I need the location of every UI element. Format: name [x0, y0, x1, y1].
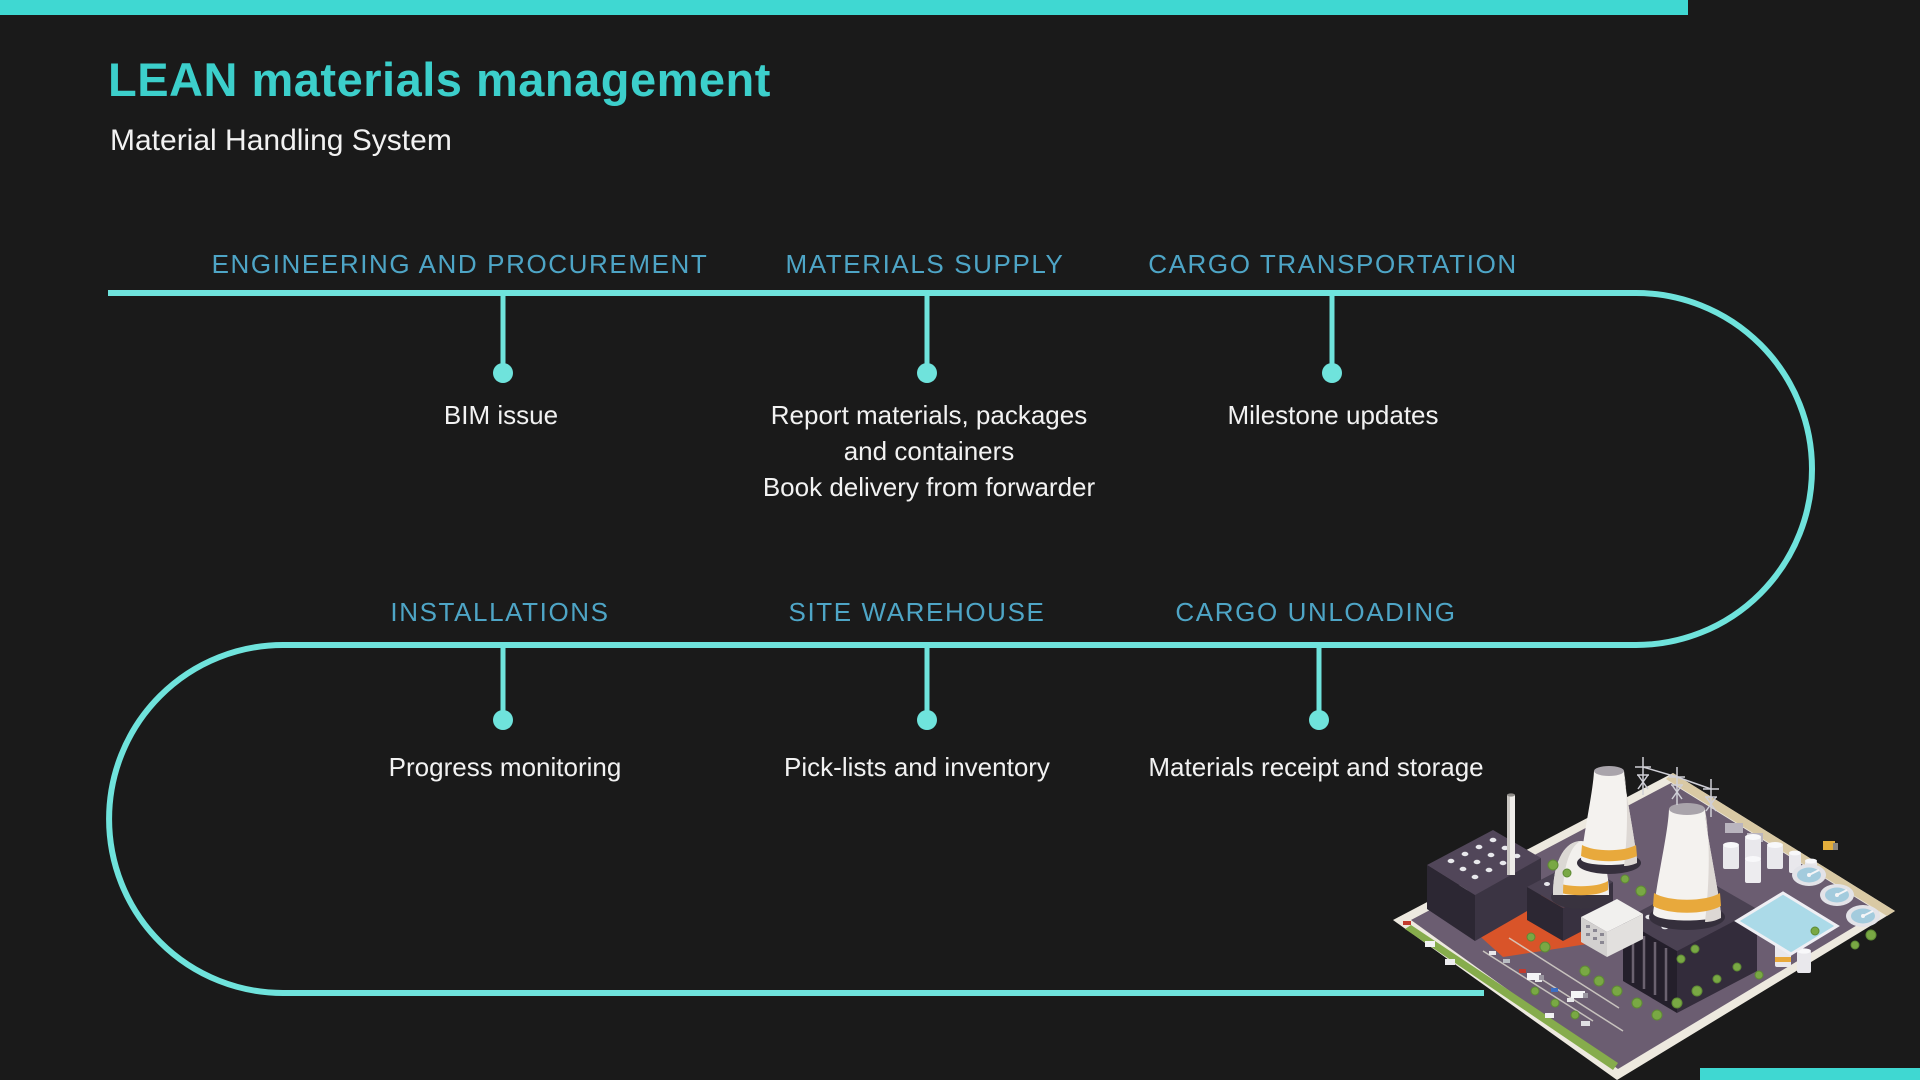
detail-line: BIM issue — [443, 400, 559, 430]
connector-stems — [500, 296, 1335, 720]
clarifier-tanks — [1792, 864, 1880, 927]
stage-detail-cargo-transportation: Milestone updates — [1227, 397, 1438, 433]
stage-label-cargo-unloading: CARGO UNLOADING — [1175, 597, 1457, 627]
detail-line: Progress monitoring — [388, 752, 622, 782]
timeline-dot — [917, 710, 937, 730]
timeline-dots — [493, 363, 1342, 730]
stage-detail-cargo-unloading: Materials receipt and storage — [1148, 749, 1483, 785]
detail-line: Pick-lists and inventory — [784, 752, 1050, 782]
power-plant-illustration — [1393, 757, 1895, 1080]
cooling-pool — [1734, 891, 1840, 956]
slide-title: LEAN materials management — [108, 53, 771, 106]
transmission-masts — [1635, 757, 1719, 817]
parking-lanes — [1482, 937, 1624, 1032]
cooling-tower-front — [1649, 803, 1725, 930]
process-path-line — [106, 290, 1815, 996]
detail-line: and containers — [843, 436, 1015, 466]
site-trucks — [1527, 973, 1588, 998]
timeline-dot — [1322, 363, 1342, 383]
cooling-tower-back — [1577, 766, 1641, 874]
stage-label-installations: INSTALLATIONS — [390, 597, 610, 627]
trees — [1526, 859, 1877, 1021]
office-building — [1581, 899, 1643, 957]
top-accent-bar — [0, 0, 1688, 15]
timeline-dot — [493, 363, 513, 383]
stage-label-engineering-procurement: ENGINEERING AND PROCUREMENT — [211, 249, 709, 279]
detail-line: Materials receipt and storage — [1148, 752, 1484, 782]
plant-green-strip — [1405, 925, 1618, 1070]
stage-label-cargo-transportation: CARGO TRANSPORTATION — [1148, 249, 1518, 279]
timeline-dot — [1309, 710, 1329, 730]
stage-detail-site-warehouse: Pick-lists and inventory — [784, 749, 1050, 785]
bottom-accent-bar — [1700, 1068, 1920, 1080]
detail-line: Milestone updates — [1227, 400, 1439, 430]
stage-detail-materials-supply: Report materials, packages and container… — [763, 397, 1095, 505]
detail-line: Report materials, packages — [770, 400, 1088, 430]
stage-detail-installations: Progress monitoring — [389, 749, 622, 785]
timeline-dot — [917, 363, 937, 383]
stage-detail-engineering-procurement: BIM issue — [444, 397, 558, 433]
timeline-dot — [493, 710, 513, 730]
detail-line: Book delivery from forwarder — [762, 472, 1096, 502]
chimney — [1507, 793, 1515, 875]
stage-label-materials-supply: MATERIALS SUPPLY — [785, 249, 1065, 279]
slide-subtitle: Material Handling System — [110, 124, 452, 157]
stage-label-site-warehouse: SITE WAREHOUSE — [788, 597, 1046, 627]
